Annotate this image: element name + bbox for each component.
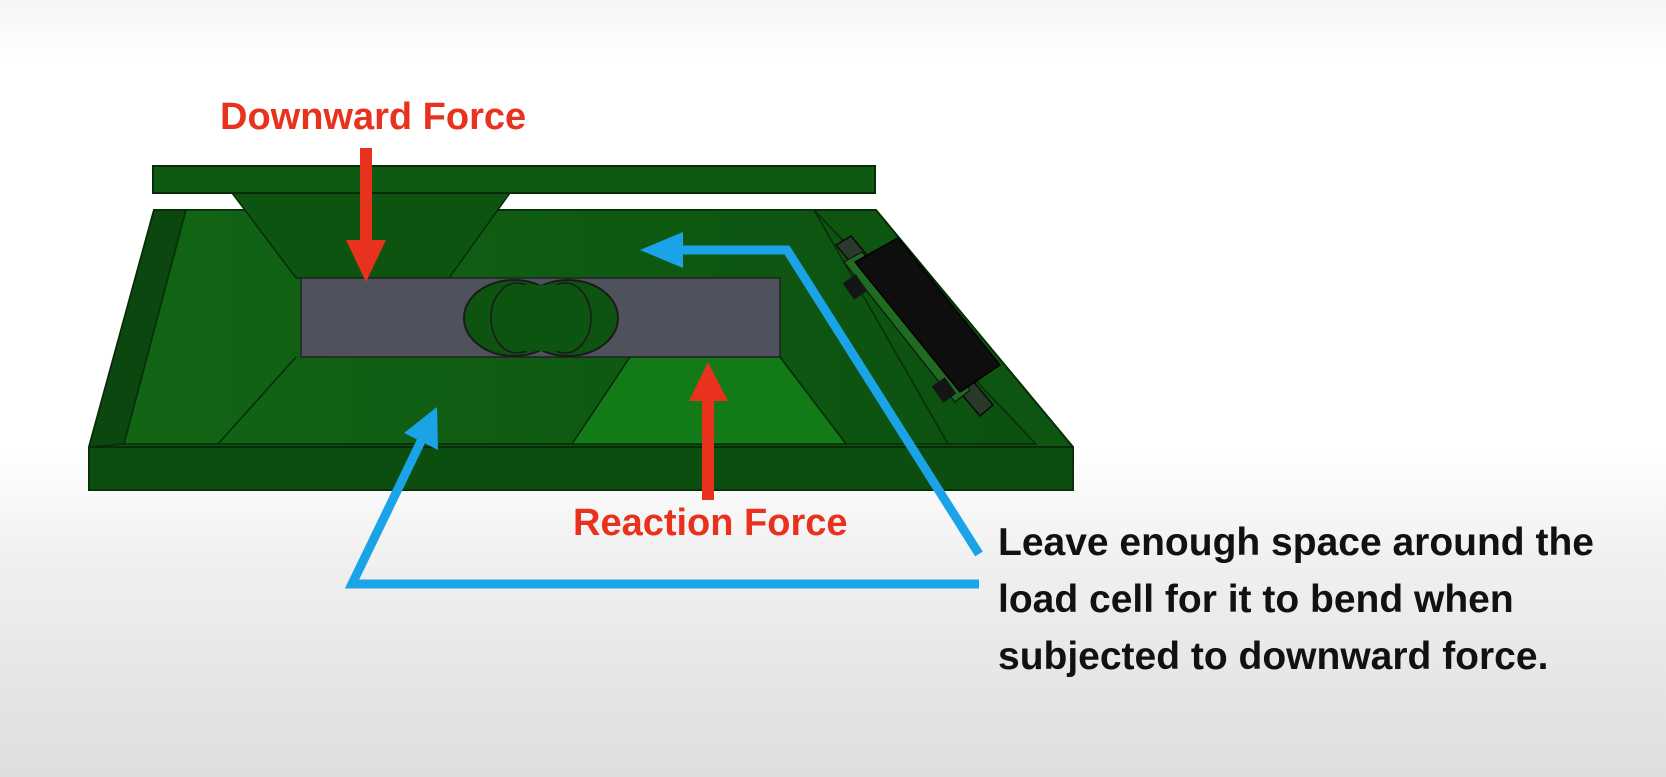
reaction-force-shaft: [702, 396, 714, 500]
electronics-module: [834, 235, 1002, 418]
clearance-note: Leave enough space around the load cell …: [998, 514, 1594, 685]
connector: [842, 274, 868, 300]
inner-line: [813, 209, 949, 445]
downward-force-label: Downward Force: [220, 96, 527, 138]
connector: [931, 377, 957, 403]
clearance-arrow-path-top: [677, 245, 983, 557]
arrow-up-icon: [689, 362, 728, 401]
arrow-left-icon: [640, 232, 683, 268]
note-line: subjected to downward force.: [998, 635, 1549, 678]
top-platform: [152, 165, 876, 194]
reaction-force-label: Reaction Force: [573, 502, 848, 544]
note-line: load cell for it to bend when: [998, 578, 1514, 621]
clearance-arrow-path-bottom: [344, 431, 979, 589]
load-cell-hole-fill: [517, 285, 565, 351]
inner-line: [217, 356, 297, 445]
display-block: [853, 237, 1002, 394]
arrow-up-icon: [404, 407, 438, 450]
downward-force-shaft: [360, 148, 372, 243]
load-cell: [300, 277, 781, 358]
note-line: Leave enough space around the: [998, 521, 1594, 564]
arrow-down-icon: [346, 240, 386, 282]
force-arrows: [346, 148, 728, 500]
clearance-arrows: [344, 232, 983, 589]
